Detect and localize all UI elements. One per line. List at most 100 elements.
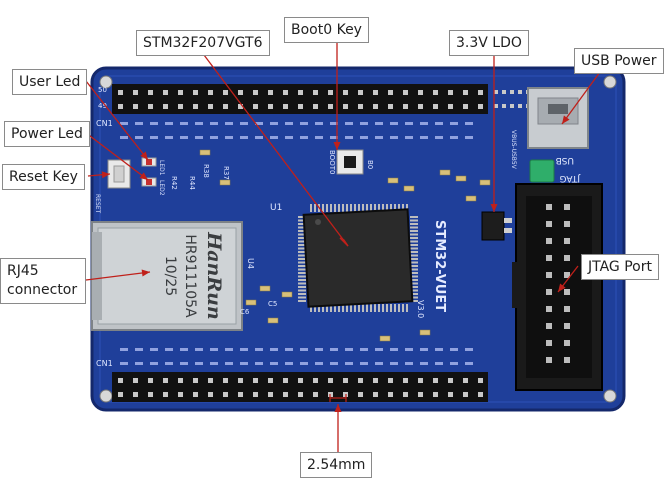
mcu-pin — [298, 289, 306, 292]
header-pin — [133, 378, 138, 383]
jtag-pin — [564, 289, 570, 295]
header-pin — [478, 392, 483, 397]
header-pin — [298, 90, 303, 95]
header-pin — [313, 378, 318, 383]
mcu-pin — [382, 304, 384, 312]
header-pin — [343, 104, 348, 109]
header-pin — [298, 104, 303, 109]
smd-part — [259, 285, 271, 292]
silk-mark — [465, 362, 473, 365]
mcu-pin — [338, 304, 340, 312]
silk-mark — [420, 122, 428, 125]
mcu-pin — [410, 272, 418, 274]
silk-mark — [315, 122, 323, 125]
header-pin — [388, 90, 393, 95]
silk-mark — [255, 136, 263, 139]
mcu-pin — [298, 282, 306, 285]
label-pitch: 2.54mm — [300, 452, 373, 478]
header-pin — [238, 104, 243, 109]
silk-mark — [465, 136, 473, 139]
mcu-pin — [318, 304, 320, 312]
mcu-pin — [298, 272, 306, 274]
silk-mark — [330, 362, 338, 365]
header-pin — [238, 90, 243, 95]
arrowhead — [333, 142, 341, 150]
arrow-power-led — [85, 132, 149, 181]
mount-hole-tl — [99, 75, 113, 89]
mcu-pin — [410, 216, 418, 218]
silk-mark — [360, 136, 368, 139]
header-pin — [178, 392, 183, 397]
silk-mark — [210, 362, 218, 365]
header-pin — [433, 104, 438, 109]
jtag-pin — [546, 289, 552, 295]
mcu-pin — [386, 304, 388, 312]
mcu-pin — [298, 300, 306, 302]
arrow-heads — [101, 115, 570, 412]
mcu-pin — [382, 204, 384, 212]
mcu-pin — [338, 204, 340, 212]
header-pin — [253, 104, 258, 109]
header-pin — [118, 90, 123, 95]
silk-mark — [210, 348, 218, 351]
header-pin — [433, 392, 438, 397]
header-pin — [253, 90, 258, 95]
mcu-pin — [394, 304, 396, 312]
silk-mark — [390, 122, 398, 125]
header-pin — [223, 392, 228, 397]
silk-mark — [435, 136, 443, 139]
mcu-pin — [358, 204, 360, 212]
header-pin — [163, 104, 168, 109]
silk-cn1-top: CN1 — [96, 119, 113, 128]
header-pin — [118, 104, 123, 109]
silk-mark — [300, 348, 308, 351]
mcu-pin — [410, 223, 418, 225]
silk-mark — [420, 362, 428, 365]
mcu-pin — [410, 258, 418, 260]
mcu-pin — [410, 296, 418, 299]
header-pin — [358, 104, 363, 109]
mcu-pin — [410, 226, 418, 229]
mcu-pin — [298, 237, 306, 239]
header-pin — [208, 378, 213, 383]
header-pin — [253, 392, 258, 397]
header-pin — [193, 104, 198, 109]
header-pin — [463, 90, 468, 95]
jtag-port — [512, 183, 603, 391]
header-pin — [268, 378, 273, 383]
mcu-pin — [410, 300, 418, 302]
mcu-pin — [410, 237, 418, 239]
header-pin — [223, 90, 228, 95]
silk-mark — [285, 362, 293, 365]
silk-r38: R38 — [202, 164, 210, 178]
mcu-pin — [394, 204, 396, 212]
header-pin — [313, 392, 318, 397]
silk-mark — [285, 122, 293, 125]
header-pin — [268, 90, 273, 95]
header-pin — [193, 90, 198, 95]
arrow-user-led — [85, 80, 149, 161]
green-connector — [529, 159, 555, 183]
mcu-pin — [298, 216, 306, 218]
mcu-pin — [410, 289, 418, 292]
silk-jtag: JTAG — [560, 173, 581, 183]
silk-mark — [315, 362, 323, 365]
header-pin — [463, 104, 468, 109]
smd-part — [419, 329, 431, 336]
mcu-pin — [298, 296, 306, 299]
arrowhead — [139, 172, 148, 180]
jtag-pin — [564, 238, 570, 244]
silk-mark — [165, 122, 173, 125]
header-pin — [373, 90, 378, 95]
label-usb-power: USB Power — [574, 48, 664, 74]
mcu-pin — [298, 219, 306, 222]
top-pin-header — [112, 84, 488, 114]
mcu-pin — [410, 275, 418, 278]
silk-mark — [120, 136, 128, 139]
header-pin — [388, 392, 393, 397]
silk-u4: U4 — [246, 258, 255, 269]
silk-mark — [210, 136, 218, 139]
jtag-pin — [546, 255, 552, 261]
header-pin — [343, 378, 348, 383]
arrowhead-mcu — [339, 237, 349, 247]
